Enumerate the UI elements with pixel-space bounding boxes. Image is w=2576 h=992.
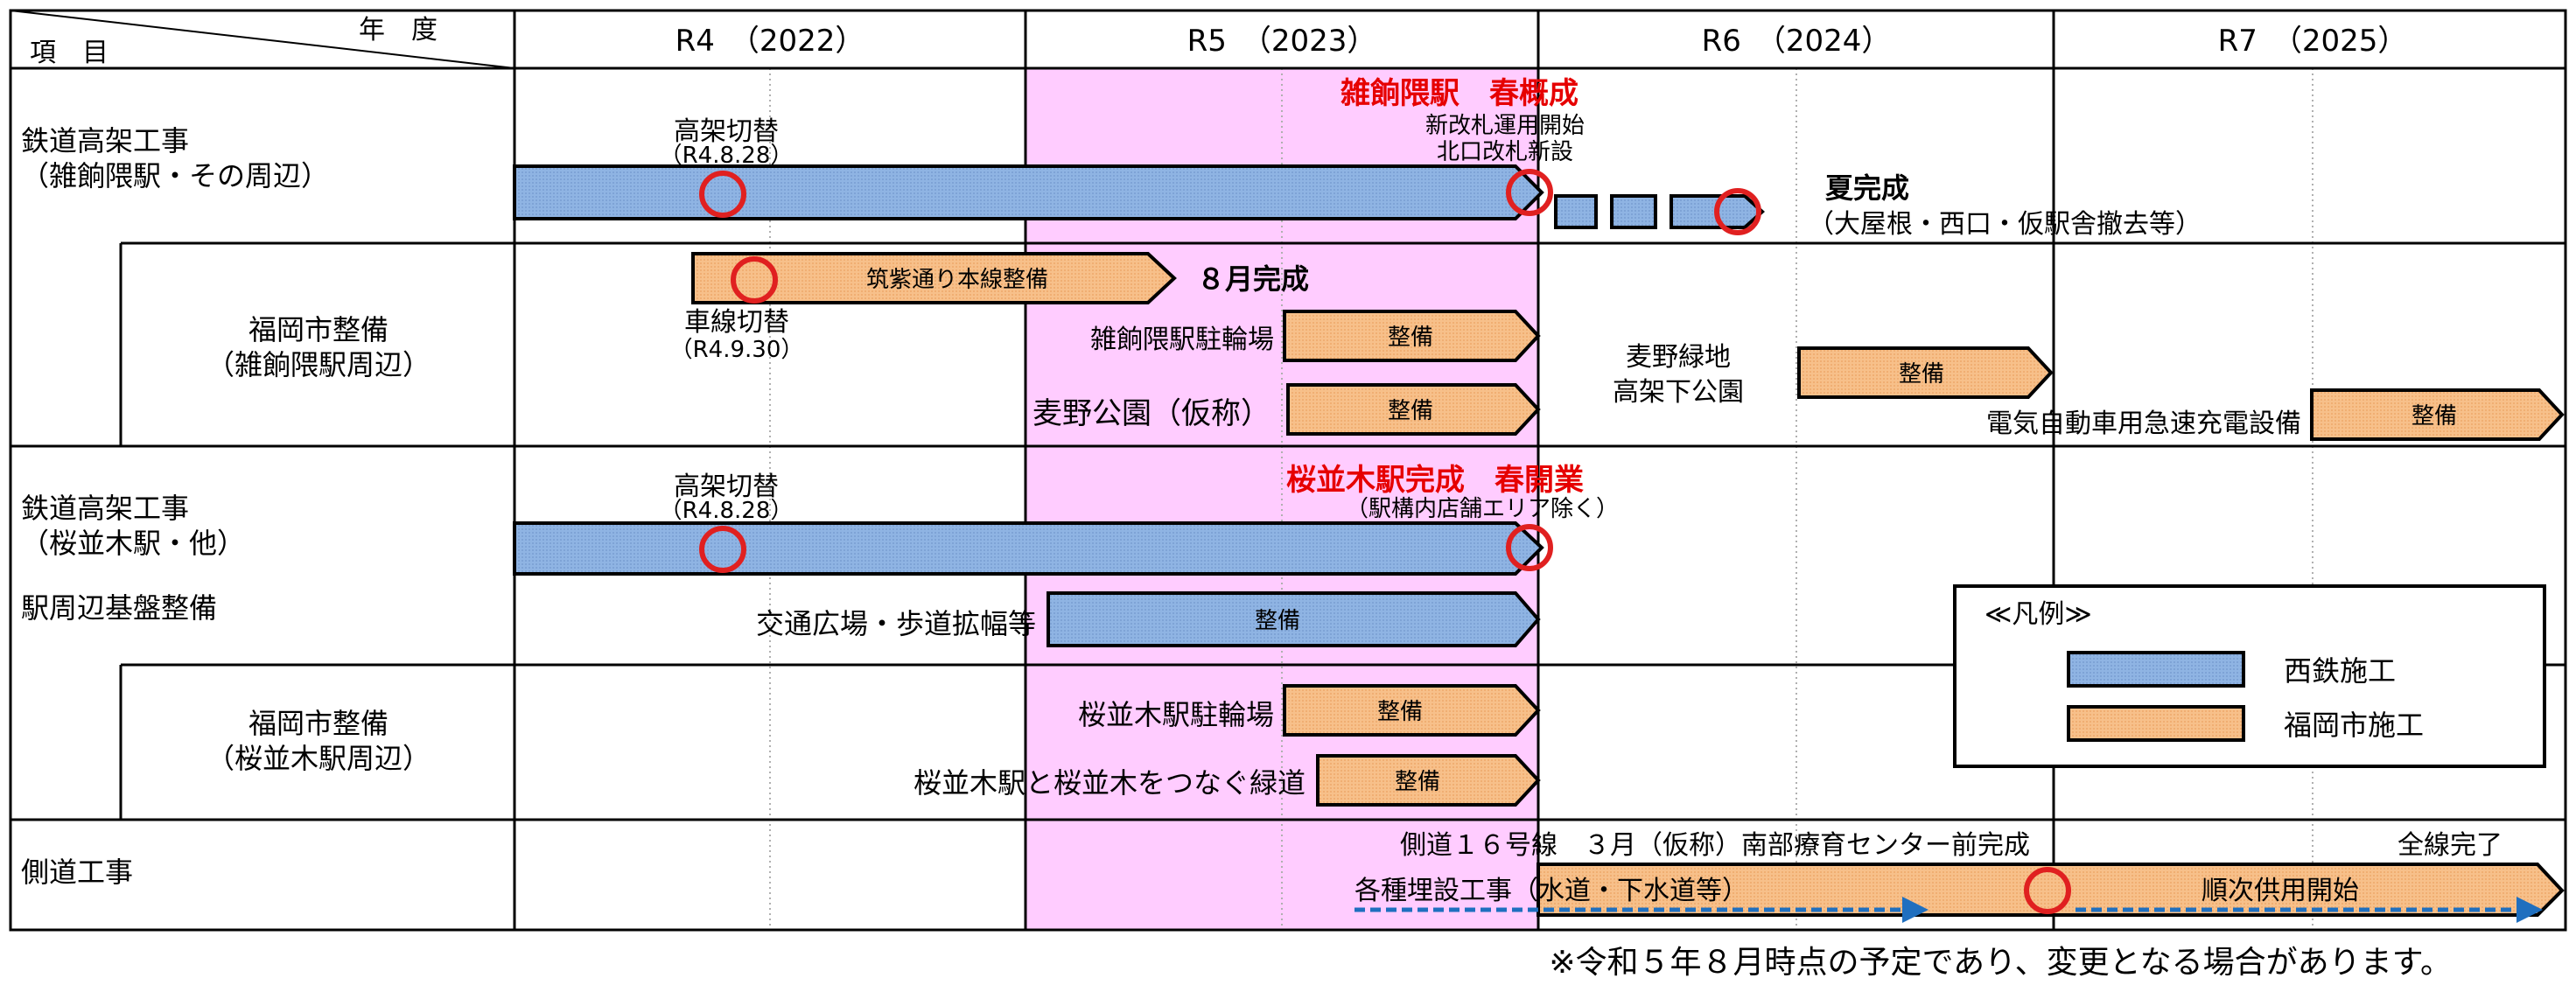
legend-label-fukuoka: 福岡市施工 — [2284, 709, 2424, 742]
header-corner-item: 項 目 — [30, 38, 108, 68]
milestone-ring-switch2 — [699, 526, 746, 573]
plaza-bar — [1046, 591, 1541, 647]
aug-done: ８月完成 — [1197, 262, 1309, 296]
sakura-bike-bar-label: 整備 — [1377, 699, 1423, 725]
utility-label: 各種埋設工事（水道・下水道等） — [1354, 876, 1748, 906]
zassho-rail-seg-2 — [1610, 194, 1657, 229]
zassho-spring-done: 雑餉隈駅 春概成 — [1340, 76, 1578, 111]
row-label-zassho-city-2: （雑餉隈駅周辺） — [206, 348, 430, 381]
milestone-ring-zassho-spring — [1506, 169, 1553, 216]
row-label-sakura-city-2: （桜並木駅周辺） — [206, 742, 430, 775]
year-header-r5: R5 （2023） — [1187, 24, 1377, 59]
summer-done: 夏完成 — [1825, 171, 1909, 205]
row-label-sideroad: 側道工事 — [21, 856, 133, 889]
mugino-green-label-1: 麦野緑地 — [1626, 342, 1731, 373]
switch2-date: （R4.8.28） — [660, 498, 794, 524]
switch1-label: 高架切替 — [674, 116, 779, 147]
legend-box — [1953, 584, 2546, 768]
table-grid — [9, 9, 2567, 932]
ev-charging-label: 電気自動車用急速充電設備 — [1986, 409, 2301, 439]
legend-title: ≪凡例≫ — [1984, 599, 2092, 630]
year-header-r6: R6 （2024） — [1702, 24, 1892, 59]
year-header-r4: R4 （2022） — [676, 24, 865, 59]
green-path-bar-label: 整備 — [1395, 769, 1440, 795]
new-gate-label-1: 新改札運用開始 — [1425, 113, 1585, 139]
ev-charging-bar — [2310, 388, 2565, 441]
sequential-label: 順次供用開始 — [2202, 876, 2359, 906]
quarter-gridlines — [769, 68, 2314, 930]
milestone-ring-sideroad — [2024, 867, 2071, 914]
ev-charging-bar-label: 整備 — [2412, 403, 2457, 430]
sideroad-bar — [1536, 863, 2565, 917]
legend-swatch-nishitetsu — [2067, 651, 2245, 688]
green-path-bar — [1316, 754, 1541, 807]
sakura-done-note: （駅構内店舗エリア除く） — [1346, 496, 1619, 522]
zassho-rail-main-bar — [513, 164, 1544, 220]
zassho-rail-seg-1 — [1554, 194, 1598, 229]
legend-label-nishitetsu: 西鉄施工 — [2284, 654, 2396, 688]
row-label-sakura-city-1: 福岡市整備 — [248, 707, 388, 740]
all-done-label: 全線完了 — [2398, 830, 2502, 861]
zassho-bike-label: 雑餉隈駅駐輪場 — [1090, 325, 1274, 355]
row-label-zassho-city-1: 福岡市整備 — [248, 313, 388, 346]
switch2-label: 高架切替 — [674, 472, 779, 502]
row-label-zassho-rail-1: 鉄道高架工事 — [21, 124, 189, 157]
milestone-ring-switch1 — [699, 171, 746, 218]
zassho-bike-bar — [1283, 310, 1541, 362]
row-label-zassho-rail-2: （雑餉隈駅・その周辺） — [21, 159, 329, 192]
row-label-sakura-rail-3: 駅周辺基盤整備 — [21, 591, 217, 625]
green-path-label: 桜並木駅と桜並木をつなぐ緑道 — [914, 766, 1306, 800]
mugino-park-label: 麦野公園（仮称） — [1032, 396, 1270, 431]
lane-switch-date: （R4.9.30） — [670, 337, 804, 363]
legend-swatch-fukuoka — [2067, 705, 2245, 742]
summer-done-detail: （大屋根・西口・仮駅舎撤去等） — [1808, 209, 2202, 240]
header-corner-year: 年 度 — [359, 15, 438, 45]
sakura-bike-label: 桜並木駅駐輪場 — [1078, 698, 1274, 731]
mugino-park-bar — [1286, 383, 1541, 436]
sakura-rail-main-bar — [513, 521, 1544, 576]
plaza-bar-label: 整備 — [1255, 608, 1300, 634]
mugino-park-bar-label: 整備 — [1388, 398, 1433, 424]
chikushi-bar-label: 筑紫通り本線整備 — [866, 267, 1048, 293]
milestone-ring-summer — [1714, 188, 1761, 235]
mugino-green-bar-label: 整備 — [1899, 361, 1944, 388]
plaza-label: 交通広場・歩道拡幅等 — [756, 607, 1036, 640]
footnote: ※令和５年８月時点の予定であり、変更となる場合があります。 — [1549, 945, 2452, 981]
sakura-bike-bar — [1283, 684, 1541, 737]
row-label-sakura-rail-2: （桜並木駅・他） — [21, 527, 245, 560]
sideroad-top-label: 側道１６号線 ３月（仮称）南部療育センター前完成 — [1400, 830, 2030, 861]
milestone-ring-lane-switch — [731, 256, 778, 304]
new-gate-label-2: 北口改札新設 — [1437, 139, 1573, 165]
mugino-green-bar — [1797, 346, 2054, 399]
lane-switch-label: 車線切替 — [684, 307, 789, 338]
sakura-done: 桜並木駅完成 春開業 — [1286, 463, 1584, 498]
mugino-green-label-2: 高架下公園 — [1613, 377, 1744, 408]
row-label-sakura-rail-1: 鉄道高架工事 — [21, 492, 189, 525]
chikushi-bar — [691, 252, 1177, 304]
year-header-r7: R7 （2025） — [2218, 24, 2408, 59]
zassho-bike-bar-label: 整備 — [1388, 325, 1433, 351]
milestone-ring-sakura-done — [1506, 524, 1553, 571]
